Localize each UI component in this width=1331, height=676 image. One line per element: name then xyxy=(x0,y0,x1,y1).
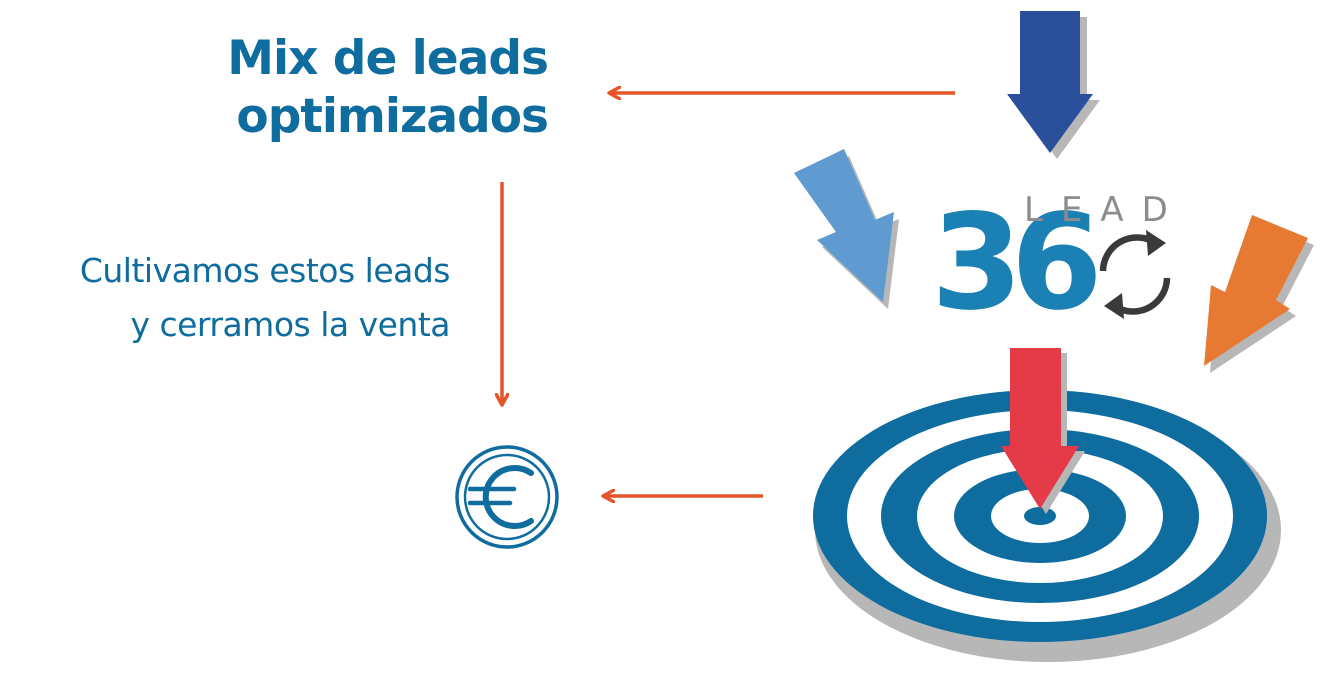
orange-arrow-icon xyxy=(1204,215,1314,373)
subtext-line-1: Cultivamos estos leads xyxy=(79,251,451,290)
headline-line-1: Mix de leads xyxy=(227,31,549,86)
red-arrow-icon xyxy=(1001,348,1085,514)
logo-word: LEAD xyxy=(1024,190,1186,230)
light-blue-arrow-icon xyxy=(794,149,899,309)
euro-icon xyxy=(455,445,559,549)
lead360-logo: 36 LEAD xyxy=(931,186,1186,340)
headline: Mix de leads optimizados xyxy=(227,30,549,146)
dark-blue-arrow-icon xyxy=(1007,11,1100,159)
headline-line-2: optimizados xyxy=(236,89,549,144)
subtext-line-2: y cerramos la venta xyxy=(130,305,450,344)
refresh-cycle-icon xyxy=(1099,230,1171,319)
target-icon xyxy=(813,390,1281,662)
logo-digits: 36 xyxy=(931,186,1096,340)
subtext: Cultivamos estos leads y cerramos la ven… xyxy=(79,244,451,352)
